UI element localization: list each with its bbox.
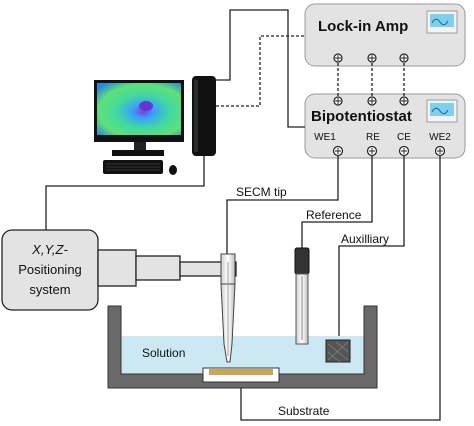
reference-electrode (294, 247, 310, 345)
substrate-label: Substrate (278, 404, 330, 418)
auxiliary-electrode (325, 339, 351, 363)
bipot-connector-re (366, 145, 378, 157)
port-label-ce: CE (397, 132, 411, 143)
wiring (45, 9, 441, 421)
lockin-connector-2 (367, 53, 377, 63)
mouse (169, 165, 177, 175)
bipot-connector-ce (398, 145, 410, 157)
solution-label: Solution (142, 346, 185, 360)
lockin-amp-label: Lock-in Amp (318, 18, 408, 35)
positioner-label-2: Positioning (18, 262, 82, 277)
secm-tip (220, 253, 236, 363)
we1-tip-wire (226, 156, 339, 254)
bipot-connector-we1 (332, 145, 344, 157)
lockin-connector-3 (399, 53, 409, 63)
port-label-re: RE (366, 132, 380, 143)
we2-substrate-wire (240, 156, 441, 421)
bipot-connector-we2 (434, 145, 446, 157)
substrate (209, 369, 273, 375)
connectors (332, 53, 446, 157)
reference-label: Reference (306, 208, 362, 222)
auxiliary-label: Auxilliary (341, 232, 389, 246)
port-label-we2: WE2 (429, 132, 451, 143)
ce-auxiliary-wire (338, 156, 405, 340)
lockin-amp-box: Lock-in Amp (304, 3, 466, 67)
computer-lockin-link (216, 35, 305, 107)
secm-tip-label: SECM tip (236, 185, 287, 199)
bipotentiostat-box: Bipotentiostat WE1 RE CE WE2 (304, 93, 466, 159)
electrochemical-cell (107, 305, 378, 389)
bipotentiostat-label: Bipotentiostat (311, 108, 412, 125)
positioning-system: X,Y,Z- Positioning system (1, 229, 237, 311)
port-label-we1: WE1 (314, 132, 336, 143)
bipot-top-connector-1 (333, 96, 343, 106)
lockin-connector-1 (333, 53, 343, 63)
monitor-stand (134, 142, 146, 150)
monitor-base (112, 150, 164, 156)
bipot-top-connector-3 (399, 96, 409, 106)
bipot-display-icon (426, 99, 458, 123)
re-reference-wire (301, 156, 373, 248)
positioner-label-1: X,Y,Z- (31, 242, 68, 257)
positioner-label-3: system (29, 282, 70, 297)
computer-icon (94, 76, 216, 175)
lockin-display-icon (426, 10, 458, 34)
bipot-top-connector-2 (367, 96, 377, 106)
cell-wall (107, 305, 378, 389)
monitor-screen (97, 83, 181, 135)
computer-positioner-link (45, 156, 205, 232)
computer-bipot-link (216, 9, 305, 128)
